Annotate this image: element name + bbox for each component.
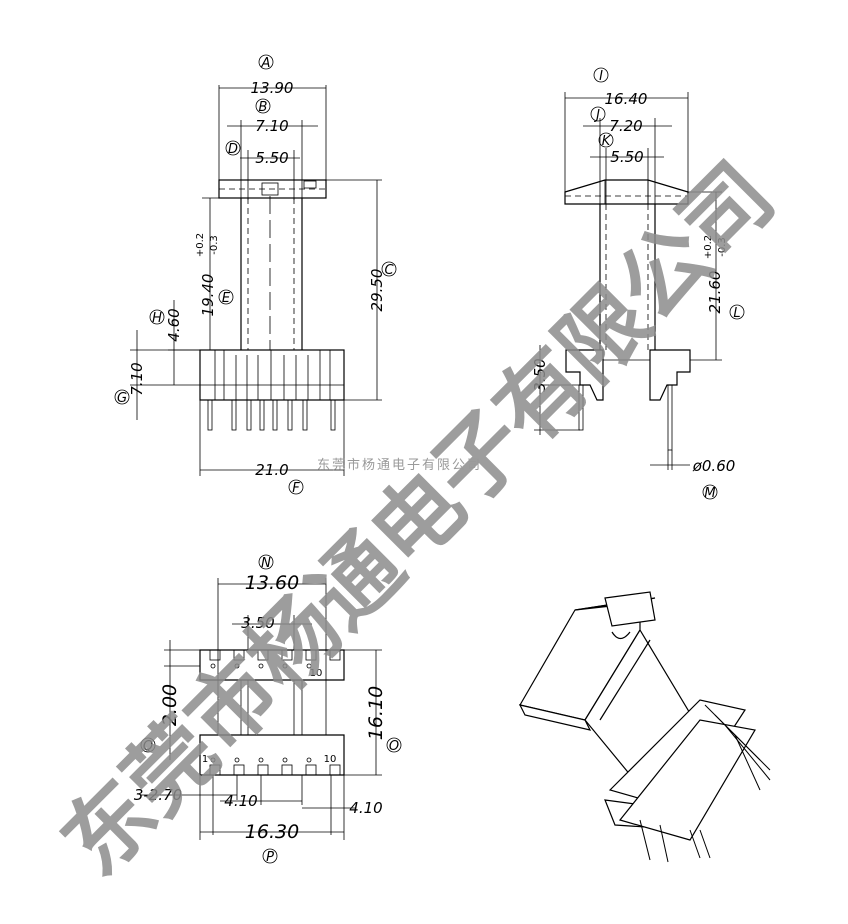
dim-d: 5.50	[255, 149, 288, 167]
dim-pitch1: 3-2.70	[134, 786, 182, 804]
dim-f: 21.0	[255, 461, 288, 479]
dim-b: 7.10	[255, 117, 288, 135]
dim-e-tol-minus: -0.3	[209, 235, 220, 255]
dim-pitch2: 4.10	[224, 792, 257, 810]
dim-e: 19.40	[199, 274, 217, 317]
label-h: H	[152, 311, 162, 326]
dim-pitch3: 4.10	[349, 799, 382, 817]
dim-a: 13.90	[251, 79, 294, 97]
pin-number-last: 10	[310, 668, 323, 679]
dim-l-tol-minus: -0.3	[717, 237, 728, 257]
watermark-small-text: 东莞市杨通电子有限公司	[317, 457, 482, 473]
label-e: E	[222, 291, 231, 306]
dim-m: ø0.60	[692, 457, 736, 475]
bottom-view: 10 1 10 13.60 N 3.50 16.10	[134, 554, 402, 865]
label-d: D	[228, 142, 238, 157]
label-l: L	[733, 306, 740, 321]
pin-number-first: 1	[202, 754, 208, 765]
label-c: C	[384, 263, 394, 278]
dim-c: 29.50	[368, 269, 386, 312]
label-o: O	[389, 739, 399, 754]
pin-number-last-bottom: 10	[324, 754, 337, 765]
label-b: B	[259, 100, 268, 115]
label-f: F	[292, 481, 300, 496]
dim-n: 13.60	[245, 572, 299, 594]
dim-top-gap: 3.50	[241, 614, 274, 632]
label-k: K	[602, 134, 612, 149]
label-n: N	[261, 556, 271, 571]
label-g: G	[117, 391, 127, 406]
dim-k: 5.50	[610, 148, 643, 166]
dim-o: 16.10	[365, 686, 387, 740]
dim-e-tol-plus: +0.2	[195, 233, 206, 257]
dim-g: 7.10	[128, 362, 146, 395]
label-i: I	[599, 69, 603, 84]
dim-pin-h: 3.50	[531, 358, 549, 391]
isometric-view	[518, 591, 771, 863]
label-a: A	[261, 56, 271, 71]
dim-i: 16.40	[605, 90, 648, 108]
dim-q: 2.00	[159, 684, 181, 726]
dim-l-tol-plus: +0.2	[703, 235, 714, 259]
front-view: 13.90 A 7.10 B 5.50 D 29.50 C 19.40 +0.2…	[114, 54, 397, 496]
label-j: J	[593, 108, 600, 123]
label-m: M	[704, 486, 715, 501]
side-view: 16.40 I 7.20 J 5.50 K 21.60 +0.2 -0.3 L …	[531, 67, 745, 501]
dim-l: 21.60	[706, 271, 724, 314]
dim-p: 16.30	[245, 821, 299, 843]
label-q: Q	[143, 739, 153, 754]
dim-h: 4.60	[165, 308, 183, 341]
label-p: P	[266, 850, 274, 865]
dim-j: 7.20	[609, 117, 642, 135]
